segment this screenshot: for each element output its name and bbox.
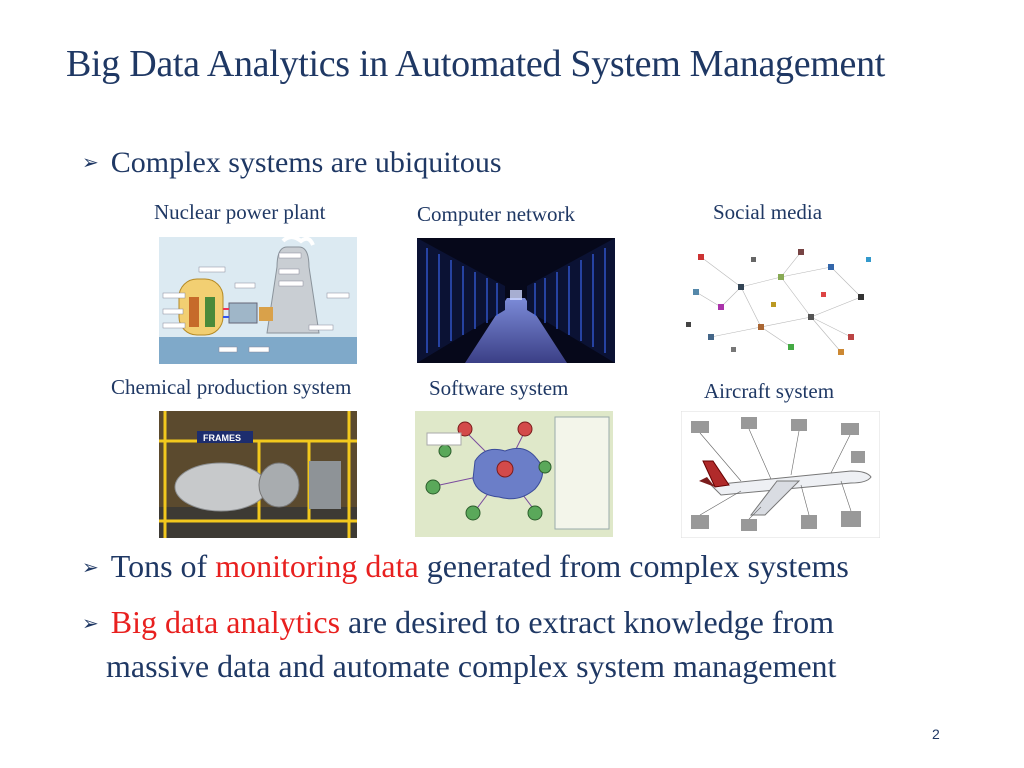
caption-aircraft-system: Aircraft system — [704, 379, 835, 403]
nuclear-power-plant-image — [159, 237, 357, 364]
bullet-text-pre: Tons of — [110, 548, 208, 584]
caption-nuclear-power-plant: Nuclear power plant — [154, 200, 326, 224]
caption-software-system: Software system — [429, 376, 569, 400]
chemical-plant-photo-icon: FRAMES — [159, 411, 357, 538]
arrow-bullet-icon: ➢ — [82, 611, 99, 635]
bullet-text: Complex systems are ubiquitous — [110, 146, 502, 179]
bullet-monitoring-data: ➢ Tons of monitoring data generated from… — [82, 548, 849, 585]
bullet-text-post: are desired to extract knowledge from — [348, 604, 835, 640]
bullet-continuation: massive data and automate complex system… — [106, 648, 837, 684]
slide-title: Big Data Analytics in Automated System M… — [66, 43, 886, 85]
caption-social-media: Social media — [713, 200, 823, 224]
page-number: 2 — [932, 726, 940, 742]
svg-text:FRAMES: FRAMES — [203, 433, 241, 443]
bullet-text-post: generated from complex systems — [426, 548, 849, 584]
chemical-production-image: FRAMES — [159, 411, 357, 538]
bullet-highlight: Big data analytics — [110, 604, 341, 640]
nuclear-power-plant-diagram-icon — [159, 237, 357, 364]
computer-network-image — [417, 238, 615, 363]
caption-computer-network: Computer network — [417, 202, 576, 226]
arrow-bullet-icon: ➢ — [82, 150, 99, 174]
caption-chemical-production: Chemical production system — [111, 375, 352, 399]
software-architecture-diagram-icon — [415, 411, 613, 537]
aircraft-system-image — [681, 411, 880, 538]
bullet-big-data-analytics: ➢ Big data analytics are desired to extr… — [82, 604, 834, 641]
social-network-graph-icon — [681, 237, 880, 364]
aircraft-components-diagram-icon — [681, 411, 880, 538]
bullet-complex-systems: ➢ Complex systems are ubiquitous — [82, 146, 502, 180]
software-system-image — [415, 411, 613, 537]
arrow-bullet-icon: ➢ — [82, 555, 99, 579]
data-center-photo-icon — [417, 238, 615, 363]
social-media-image — [681, 237, 880, 364]
bullet-highlight: monitoring data — [215, 548, 419, 584]
